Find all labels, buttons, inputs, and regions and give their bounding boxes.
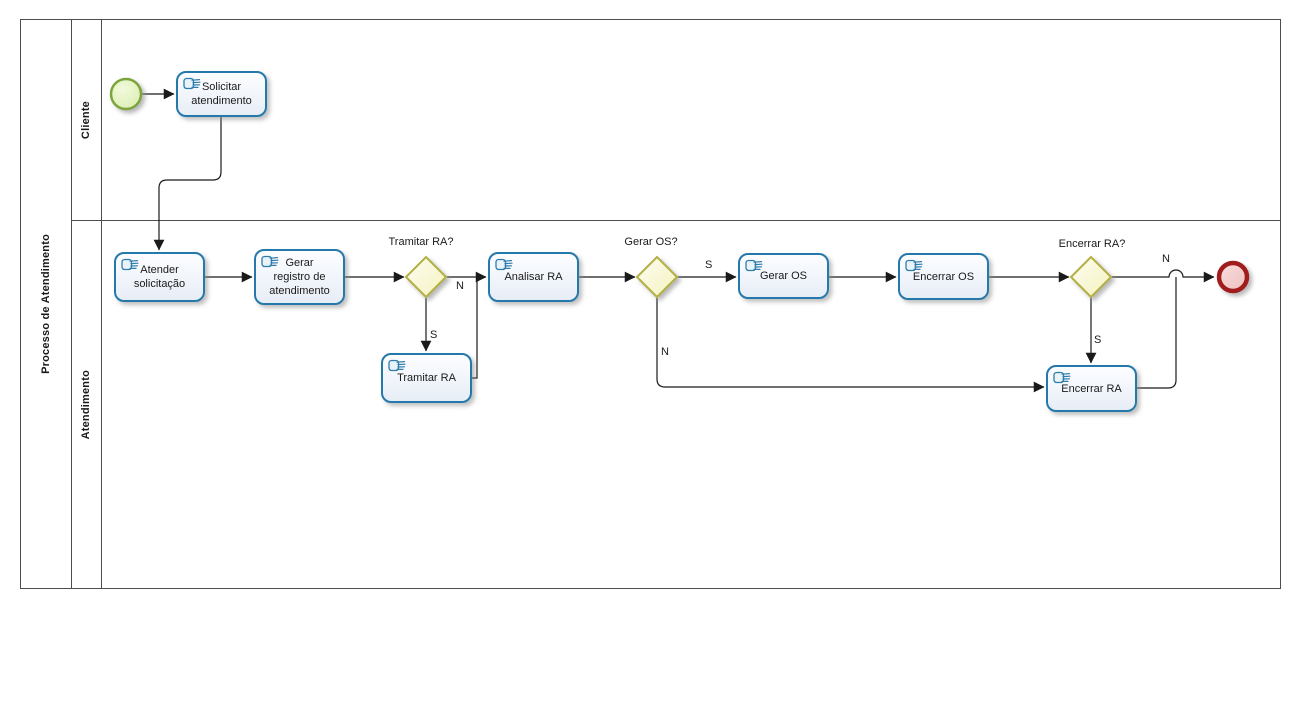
task-label: Solicitar atendimento xyxy=(191,81,252,107)
task-encerrar-ra[interactable]: Encerrar RA xyxy=(1046,365,1137,412)
gateway-tramitar-ra[interactable] xyxy=(404,255,448,299)
task-gerar-registro[interactable]: Gerar registro de atendimento xyxy=(254,249,345,305)
lane-divider xyxy=(101,220,1281,221)
task-label: Analisar RA xyxy=(504,271,563,284)
gateway-label-encerrar-ra: Encerrar RA? xyxy=(1058,238,1126,250)
flow-tramitar-to-analisar[interactable] xyxy=(472,277,478,379)
flow-gw-encerrarra-n-to-end[interactable] xyxy=(1111,269,1215,283)
flow-label-encerrar-ra-s: S xyxy=(1094,334,1102,346)
flow-solicitar-to-atender[interactable] xyxy=(153,117,222,251)
end-event[interactable] xyxy=(1216,260,1250,294)
gateway-encerrar-ra[interactable] xyxy=(1069,255,1113,299)
flow-label-tramitar-n: N xyxy=(456,280,464,292)
lane-atendimento[interactable]: Atendimento xyxy=(71,220,102,589)
manual-task-icon xyxy=(121,258,139,271)
gateway-label-gerar-os: Gerar OS? xyxy=(624,236,678,248)
pool-name-band[interactable]: Processo de Atendimento xyxy=(20,19,72,589)
task-label: Gerar OS xyxy=(759,270,808,283)
flow-encerrarra-to-end[interactable] xyxy=(1137,277,1177,389)
manual-task-icon xyxy=(495,258,513,271)
task-label: Atender solicitação xyxy=(133,264,186,290)
gateway-gerar-os[interactable] xyxy=(635,255,679,299)
flow-label-tramitar-s: S xyxy=(430,329,438,341)
task-label: Encerrar RA xyxy=(1061,382,1122,395)
manual-task-icon xyxy=(1053,371,1071,384)
flow-gw-geraros-n-to-encerrarra[interactable] xyxy=(656,297,1045,393)
task-tramitar-ra[interactable]: Tramitar RA xyxy=(381,353,472,403)
flow-label-gerar-os-s: S xyxy=(705,259,713,271)
lane-cliente[interactable]: Cliente xyxy=(71,19,102,221)
task-gerar-os[interactable]: Gerar OS xyxy=(738,253,829,299)
task-label: Gerar registro de atendimento xyxy=(269,257,330,297)
manual-task-icon xyxy=(261,255,279,268)
task-atender-solicitacao[interactable]: Atender solicitação xyxy=(114,252,205,302)
task-encerrar-os[interactable]: Encerrar OS xyxy=(898,253,989,300)
manual-task-icon xyxy=(745,259,763,272)
flow-label-gerar-os-n: N xyxy=(661,346,669,358)
task-analisar-ra[interactable]: Analisar RA xyxy=(488,252,579,302)
task-label: Encerrar OS xyxy=(912,270,975,283)
start-event[interactable] xyxy=(109,77,143,111)
manual-task-icon xyxy=(183,77,201,90)
manual-task-icon xyxy=(388,359,406,372)
task-solicitar-atendimento[interactable]: Solicitar atendimento xyxy=(176,71,267,117)
gateway-label-tramitar-ra: Tramitar RA? xyxy=(388,236,454,248)
manual-task-icon xyxy=(905,259,923,272)
flow-label-encerrar-ra-n: N xyxy=(1162,253,1170,265)
task-label: Tramitar RA xyxy=(397,372,456,385)
